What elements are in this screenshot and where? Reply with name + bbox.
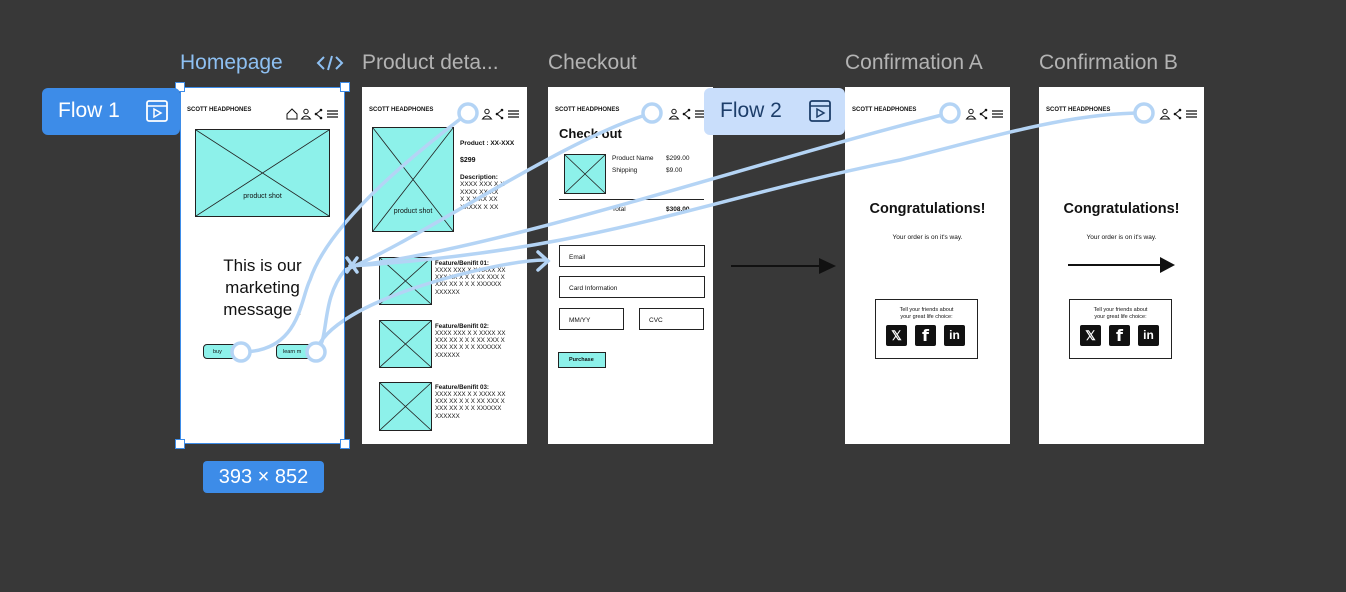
feature-line: XXXXXX: [435, 412, 460, 420]
product-code: Product : XX-XXX: [460, 140, 515, 147]
feature-line: XXXX XXX X X XXXX XX: [435, 391, 506, 399]
header-icons: [481, 107, 521, 125]
feature-title: Feature/Benifit 02:: [435, 323, 489, 330]
email-field[interactable]: Email: [559, 245, 705, 267]
selection-outline: [180, 87, 345, 444]
frame-title-checkout[interactable]: Checkout: [548, 51, 637, 74]
feature-line: XXX XX X X X XXXXXX: [435, 281, 502, 289]
frame-title-confirmation-b[interactable]: Confirmation B: [1039, 51, 1178, 74]
share-prompt-line: your great life choice:: [1094, 314, 1147, 320]
order-message: Your order is on it's way.: [1086, 234, 1157, 241]
shipping-label: Shipping: [612, 167, 638, 174]
product-price: $299: [460, 157, 476, 164]
feature-line: XXXX XXX X X XXXX XX: [435, 330, 506, 338]
play-frame-icon: [145, 99, 169, 129]
purchase-button[interactable]: Purchase: [558, 352, 606, 368]
linkedin-icon[interactable]: in: [944, 325, 965, 346]
dimensions-badge: 393 × 852: [203, 461, 324, 493]
x-icon[interactable]: 𝕏: [1080, 325, 1101, 346]
resize-handle[interactable]: [340, 82, 350, 92]
feature-line: XXX XX X X X XX XXX X: [435, 274, 505, 282]
total-label: Total: [612, 206, 626, 213]
facebook-icon[interactable]: f: [915, 325, 936, 346]
feature-text: Feature/Benifit 01: XXXX XXX X X XXXX XX…: [435, 260, 506, 296]
feature-line: XXXX XXX X X XXXX XX: [435, 267, 506, 275]
product-shot-caption: product shot: [393, 208, 433, 215]
share-prompt-line: Tell your friends about: [1093, 307, 1148, 313]
feature-image: [379, 257, 432, 305]
congratulations-heading: Congratulations!: [869, 201, 986, 217]
share-prompt: Tell your friends about your great life …: [1070, 307, 1171, 321]
resize-handle[interactable]: [175, 82, 185, 92]
congratulations-heading: Congratulations!: [1063, 201, 1180, 217]
checkout-frame[interactable]: SCOTT HEADPHONES Check out Product Name …: [548, 87, 713, 444]
header-icons: [1159, 107, 1199, 125]
total-price: $308.00: [666, 206, 690, 213]
product-details-frame[interactable]: SCOTT HEADPHONES product shot Product : …: [362, 87, 527, 444]
share-prompt: Tell your friends about your great life …: [876, 307, 977, 321]
description-line: XXXXX X XX: [460, 203, 499, 211]
play-frame-icon: [808, 99, 832, 129]
brand-label: SCOTT HEADPHONES: [369, 107, 434, 113]
share-box: Tell your friends about your great life …: [875, 299, 978, 359]
feature-line: XXX XX X X X XX XXX X: [435, 337, 505, 345]
facebook-icon[interactable]: f: [1109, 325, 1130, 346]
shipping-price: $9.00: [666, 167, 683, 174]
feature-image: [379, 320, 432, 368]
resize-handle[interactable]: [175, 439, 185, 449]
dimensions-label: 393 × 852: [218, 466, 309, 488]
flow-2-label: Flow 2: [720, 99, 782, 122]
confirmation-b-frame[interactable]: SCOTT HEADPHONES Congratulations! Your o…: [1039, 87, 1204, 444]
code-icon[interactable]: [316, 54, 344, 72]
resize-handle[interactable]: [340, 439, 350, 449]
flow-2-tag[interactable]: Flow 2: [704, 88, 845, 135]
brand-label: SCOTT HEADPHONES: [187, 107, 252, 113]
brand-label: SCOTT HEADPHONES: [852, 107, 917, 113]
brand-label: SCOTT HEADPHONES: [555, 107, 620, 113]
frame-title-homepage[interactable]: Homepage: [180, 51, 283, 74]
order-message: Your order is on it's way.: [892, 234, 963, 241]
cart-item-image: [564, 154, 606, 194]
card-information-field[interactable]: Card Information: [559, 276, 705, 298]
product-shot-image: product shot: [372, 127, 454, 232]
feature-line: XXXXXX: [435, 288, 460, 296]
checkout-title: Check out: [559, 126, 622, 141]
arrow-right-icon: [731, 256, 837, 281]
header-icons: [668, 107, 708, 125]
share-box: Tell your friends about your great life …: [1069, 299, 1172, 359]
cvc-field[interactable]: CVC: [639, 308, 704, 330]
description-line: XXXX XX XX: [460, 188, 499, 196]
description-line: XXXX XXX X X: [460, 181, 505, 189]
feature-text: Feature/Benifit 03: XXXX XXX X X XXXX XX…: [435, 384, 506, 420]
feature-title: Feature/Benifit 03:: [435, 384, 489, 391]
feature-line: XXX XX X X X XXXXXX: [435, 405, 502, 413]
buy-label: buy: [213, 349, 222, 355]
header-icons: [965, 107, 1005, 125]
flow-1-tag[interactable]: Flow 1: [42, 88, 180, 135]
frame-title-product[interactable]: Product deta...: [362, 51, 499, 74]
feature-title: Feature/Benifit 01:: [435, 260, 489, 267]
feature-image: [379, 382, 432, 431]
expiry-field[interactable]: MM/YY: [559, 308, 624, 330]
x-icon[interactable]: 𝕏: [886, 325, 907, 346]
confirmation-a-frame[interactable]: SCOTT HEADPHONES Congratulations! Your o…: [845, 87, 1010, 444]
feature-line: XXX XX X X X XX XXX X: [435, 398, 505, 406]
arrow-right-icon: [1068, 255, 1176, 280]
feature-line: XXXXXX: [435, 351, 460, 359]
purchase-label: Purchase: [569, 357, 594, 363]
linkedin-icon[interactable]: in: [1138, 325, 1159, 346]
description-line: X X X XX XX: [460, 196, 498, 204]
brand-label: SCOTT HEADPHONES: [1046, 107, 1111, 113]
description-title: Description:: [460, 174, 498, 181]
share-prompt-line: your great life choice:: [900, 314, 953, 320]
share-prompt-line: Tell your friends about: [899, 307, 954, 313]
product-name-price: $299.00: [666, 155, 690, 162]
frame-title-confirmation-a[interactable]: Confirmation A: [845, 51, 983, 74]
divider: [559, 199, 704, 200]
feature-text: Feature/Benifit 02: XXXX XXX X X XXXX XX…: [435, 323, 506, 359]
product-name-label: Product Name: [612, 155, 654, 162]
feature-line: XXX XX X X X XXXXXX: [435, 344, 502, 352]
description: Description: XXXX XXX X X XXXX XX XX X X…: [460, 174, 504, 211]
flow-1-label: Flow 1: [58, 99, 120, 122]
